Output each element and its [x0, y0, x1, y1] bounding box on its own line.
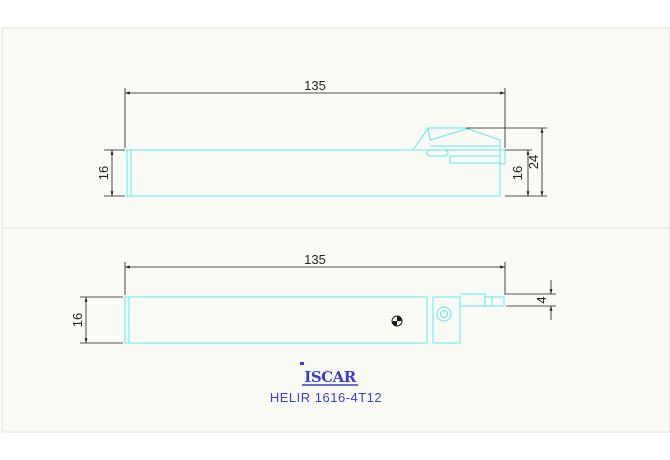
upper-sheet [1, 27, 670, 229]
side-width-label: 4 [534, 296, 549, 303]
logo-wordmark: ISCAR [304, 368, 356, 386]
side-length-dimension: 135 [124, 252, 506, 295]
top-length-dimension: 135 [124, 78, 506, 148]
top-overall-height-dimension: 24 [466, 127, 547, 196]
side-length-label: 135 [304, 252, 326, 267]
top-shank-height-label: 16 [510, 166, 525, 180]
tool-caption: HELIR 1616-4T12 [270, 390, 382, 405]
top-view-tool-outline [126, 127, 506, 197]
side-height-label: 16 [70, 313, 85, 327]
top-shank-height-dimension: 16 [505, 149, 547, 197]
top-overall-height-label: 24 [526, 155, 541, 169]
side-view-tool-outline [124, 293, 505, 344]
top-length-label: 135 [304, 78, 326, 93]
side-view: 135 16 4 [70, 252, 556, 344]
side-width-dimension: 4 [506, 280, 556, 320]
title-block: ISCAR HELIR 1616-4T12 [270, 362, 382, 405]
iscar-logo: ISCAR [300, 362, 358, 386]
side-height-dimension: 16 [70, 296, 123, 344]
top-body-height-label: 16 [96, 166, 111, 180]
screw-symbol-icon [391, 315, 403, 327]
top-body-height-dimension: 16 [96, 149, 125, 197]
lower-sheet [1, 227, 670, 433]
top-view: 135 16 16 24 [96, 78, 547, 197]
